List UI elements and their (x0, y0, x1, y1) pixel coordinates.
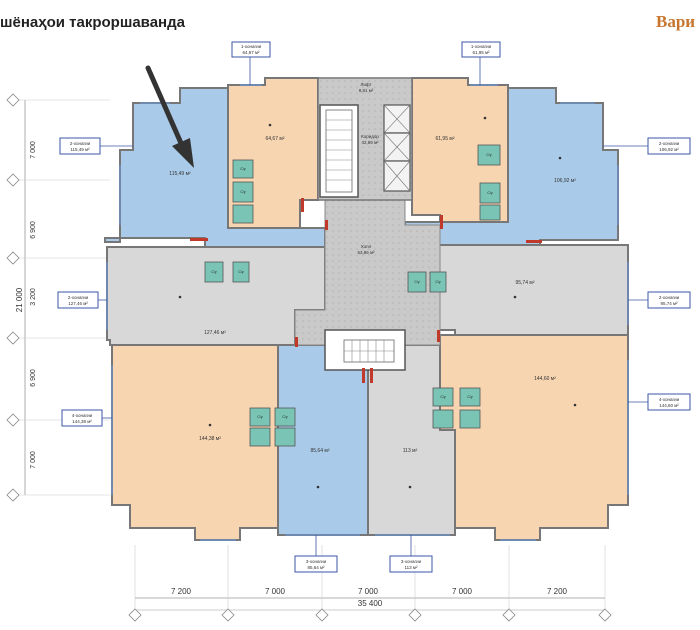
callout-unit-2[interactable]: 1-хонагии 61,95 м² (461, 41, 501, 85)
callout-line1: 1-хонагии (471, 44, 492, 49)
left-dim-segment: 3 200 (30, 288, 37, 306)
bottom-dim-total: 35 400 (358, 599, 383, 608)
callout-line1: 2-хонагии (68, 295, 89, 300)
callout-line1: 4-хонагии (659, 397, 680, 402)
hall-area: 53,86 м² (357, 250, 375, 255)
callout-line2: 106,92 м² (659, 147, 679, 152)
lift-label: Лифт (360, 82, 371, 87)
room-area-label: 85,64 м² (310, 448, 329, 454)
callout-unit-8[interactable]: 4-хонагии 144,60 м² (628, 393, 691, 411)
bathroom-labels: С/у С/у С/у С/у С/у С/у С/у С/у С/у С/у … (211, 153, 493, 419)
bath-label: С/у (238, 270, 244, 274)
page-title: шёнаҳои такроршаванда (0, 14, 185, 31)
doors (190, 198, 542, 383)
lift-area: 9,81 м² (359, 88, 374, 93)
room-area-label: 115,49 м² (169, 171, 191, 177)
variant-label: Вари (656, 12, 696, 31)
room-area-label: 64,67 м² (265, 136, 284, 142)
bath-label: С/у (240, 167, 246, 171)
stair-core-top (317, 77, 413, 201)
callout-line1: 3-хонагии (401, 559, 422, 564)
bath-label: С/у (467, 395, 473, 399)
left-dimension-axis (6, 93, 110, 502)
room-area-label: 106,92 м² (554, 178, 576, 184)
bottom-dim-segment: 7 000 (452, 587, 473, 596)
left-dim-segment: 7 000 (30, 141, 37, 159)
bath-label: С/у (282, 415, 288, 419)
corridor-label: Коридор (361, 134, 379, 139)
corridor-area: 42,69 м² (361, 140, 379, 145)
callout-unit-10[interactable]: 3-хонагии 113 м² (389, 535, 433, 573)
callout-line2: 127,46 м² (68, 301, 88, 306)
callout-line1: 4-хонагии (72, 413, 93, 418)
room-area-label: 127,46 м² (204, 330, 226, 336)
callout-line1: 2-хонагии (70, 141, 91, 146)
callout-line2: 61,95 м² (472, 50, 490, 55)
bath-label: С/у (257, 415, 263, 419)
bottom-dim-segment: 7 000 (265, 587, 286, 596)
callout-line1: 2-хонагии (659, 141, 680, 146)
callout-line1: 2-хонагии (659, 295, 680, 300)
callout-line1: 1-хонагии (241, 44, 262, 49)
callout-line1: 3-хонагии (306, 559, 327, 564)
callout-unit-5[interactable]: 2-хонагии 127,46 м² (57, 291, 107, 309)
callout-unit-9[interactable]: 3-хонагии 85,64 м² (294, 535, 338, 573)
facade-windows (106, 84, 629, 541)
callout-line2: 64,67 м² (242, 50, 260, 55)
left-dim-total: 21 000 (15, 287, 24, 312)
callout-unit-3[interactable]: 2-хонагии 115,49 м² (59, 137, 133, 155)
bottom-dim-segment: 7 200 (547, 587, 568, 596)
bath-label: С/у (435, 280, 441, 284)
room-area-label: 95,74 м² (515, 280, 534, 286)
bath-label: С/у (211, 270, 217, 274)
callout-line2: 85,64 м² (307, 565, 325, 570)
callout-line2: 115,49 м² (70, 147, 90, 152)
callout-line2: 113 м² (404, 565, 418, 570)
callout-line2: 95,74 м² (660, 301, 678, 306)
bottom-dim-segment: 7 000 (358, 587, 379, 596)
left-dim-segment: 7 000 (30, 451, 37, 469)
room-area-label: 144,38 м² (199, 436, 221, 442)
bath-label: С/у (440, 395, 446, 399)
bath-label: С/у (240, 190, 246, 194)
bath-label: С/у (487, 191, 493, 195)
callout-unit-6[interactable]: 2-хонагии 95,74 м² (628, 291, 691, 309)
bath-label: С/у (486, 153, 492, 157)
room-area-label: 113 м² (403, 448, 418, 454)
bottom-dim-segment: 7 200 (171, 587, 192, 596)
pointer-arrow (145, 65, 194, 168)
bottom-dimension-axis (128, 545, 612, 622)
stair-core-bottom (324, 329, 406, 371)
bathrooms (204, 144, 501, 447)
left-dim-segment: 6 900 (30, 369, 37, 387)
room-area-label: 144,60 м² (534, 376, 556, 382)
left-dim-segment: 6 900 (30, 221, 37, 239)
hall-label: Холл (361, 244, 372, 249)
callout-unit-7[interactable]: 4-хонагии 144,38 м² (61, 409, 112, 427)
bath-label: С/у (414, 280, 420, 284)
callout-unit-1[interactable]: 1-хонагии 64,67 м² (231, 41, 271, 85)
callout-line2: 144,38 м² (72, 419, 92, 424)
callout-line2: 144,60 м² (659, 403, 679, 408)
room-area-label: 61,95 м² (435, 136, 454, 142)
unit-bottom-right-orange[interactable] (439, 334, 629, 541)
callout-unit-4[interactable]: 2-хонагии 106,92 м² (603, 137, 691, 155)
